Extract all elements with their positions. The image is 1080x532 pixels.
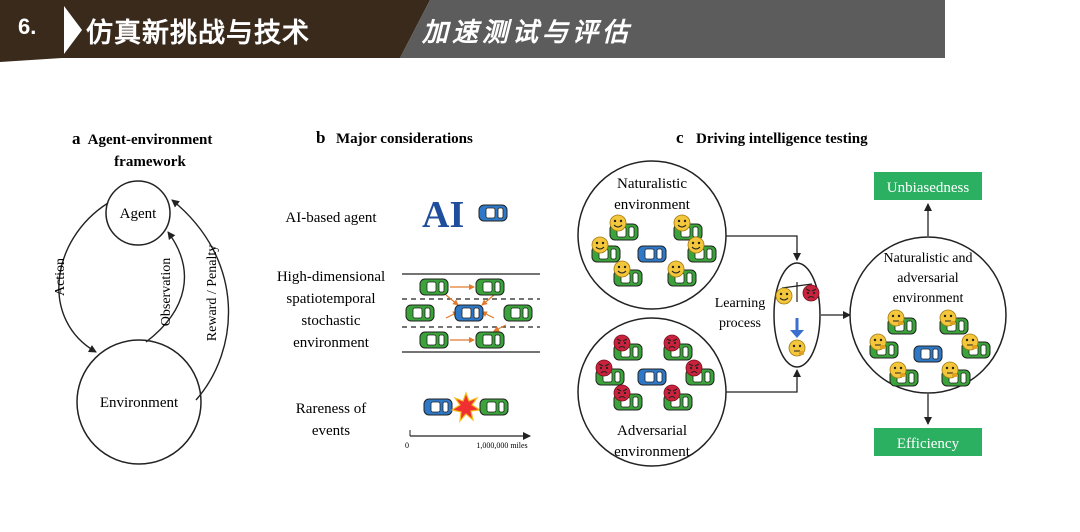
observation-arrow	[145, 231, 186, 343]
title-band	[62, 0, 430, 58]
axis-end-label: 1,000,000 miles	[476, 441, 527, 450]
ego-car-icon	[637, 245, 667, 263]
action-label: Action	[53, 258, 68, 296]
unbiasedness-box	[874, 172, 982, 200]
adversarial-label-line2: environment	[614, 444, 691, 460]
traffic-car-icon	[475, 278, 505, 296]
panel-a-letter: a	[72, 129, 81, 148]
section-number-tab	[0, 0, 62, 62]
naturalistic-connector	[726, 235, 801, 261]
section-title: 仿真新挑战与技术	[86, 18, 310, 49]
environment-label-line2: spatiotemporal	[286, 291, 375, 307]
panel-c-letter: c	[676, 128, 684, 147]
panel-b-title: Major considerations	[336, 131, 473, 147]
header-arrow-icon	[64, 6, 82, 54]
rareness-label-line2: events	[312, 423, 350, 439]
ego-car-icon	[454, 304, 484, 322]
panel-b: b Major considerations AI-based agent AI…	[277, 128, 540, 450]
traffic-car-icon	[419, 331, 449, 349]
section-subtitle: 加速测试与评估	[422, 18, 633, 48]
ai-logo: AI	[422, 194, 464, 236]
agent-label: Agent	[120, 206, 157, 222]
efficiency-label: Efficiency	[897, 436, 960, 452]
combined-label-line1: Naturalistic and	[883, 251, 972, 266]
ai-agent-label: AI-based agent	[285, 210, 377, 226]
panel-a-title-line2: framework	[114, 154, 186, 170]
environment-node	[76, 339, 202, 465]
rareness-label-line1: Rareness of	[296, 401, 366, 417]
ai-car-icon	[478, 204, 508, 222]
header-band: 6. 仿真新挑战与技术 加速测试与评估	[0, 0, 1080, 62]
section-number: 6.	[18, 14, 37, 39]
traffic-scene	[402, 273, 540, 353]
combined-label-line2: adversarial	[897, 271, 959, 286]
action-arrow	[58, 202, 109, 353]
learning-label-line2: process	[719, 316, 761, 331]
panel-a-title-line1: Agent-environment	[88, 132, 213, 148]
observation-label: Observation	[159, 258, 174, 326]
reward-arrow	[171, 199, 230, 401]
traffic-car-icon	[503, 304, 533, 322]
environment-label-line3: stochastic	[301, 313, 360, 329]
reward-label: Reward / Penalty	[205, 245, 220, 341]
environment-label: Environment	[100, 395, 179, 411]
environment-label-line1: High-dimensional	[277, 269, 385, 285]
testing-figure: a Agent-environment framework Agent Envi…	[53, 128, 1007, 467]
ego-car-icon	[637, 368, 667, 386]
naturalistic-label-line1: Naturalistic	[617, 176, 687, 192]
traffic-car-icon	[479, 398, 509, 416]
adversarial-label-line1: Adversarial	[617, 423, 687, 439]
traffic-car-icon	[475, 331, 505, 349]
adversarial-connector	[726, 369, 801, 393]
traffic-car-icon	[419, 278, 449, 296]
header-background	[0, 0, 945, 62]
unbiasedness-label: Unbiasedness	[887, 180, 970, 196]
traffic-car-icon	[405, 304, 435, 322]
crash-burst-icon	[450, 391, 482, 423]
panel-a: a Agent-environment framework Agent Envi…	[53, 129, 230, 465]
ego-car-icon	[423, 398, 453, 416]
panel-c: c Driving intelligence testing Naturalis…	[577, 128, 1007, 467]
learning-label-line1: Learning	[715, 296, 766, 311]
crash-scene: 0 1,000,000 miles	[405, 391, 531, 450]
combined-label-line3: environment	[893, 291, 964, 306]
thinking-face-icon	[788, 339, 806, 357]
subtitle-band	[400, 0, 945, 58]
panel-b-letter: b	[316, 128, 325, 147]
balance-scale-icon	[775, 282, 820, 305]
axis-start-label: 0	[405, 441, 409, 450]
panel-c-title: Driving intelligence testing	[696, 131, 868, 147]
efficiency-box	[874, 428, 982, 456]
agent-node	[105, 180, 171, 246]
naturalistic-label-line2: environment	[614, 197, 691, 213]
environment-label-line4: environment	[293, 335, 370, 351]
ego-car-icon	[913, 345, 943, 363]
